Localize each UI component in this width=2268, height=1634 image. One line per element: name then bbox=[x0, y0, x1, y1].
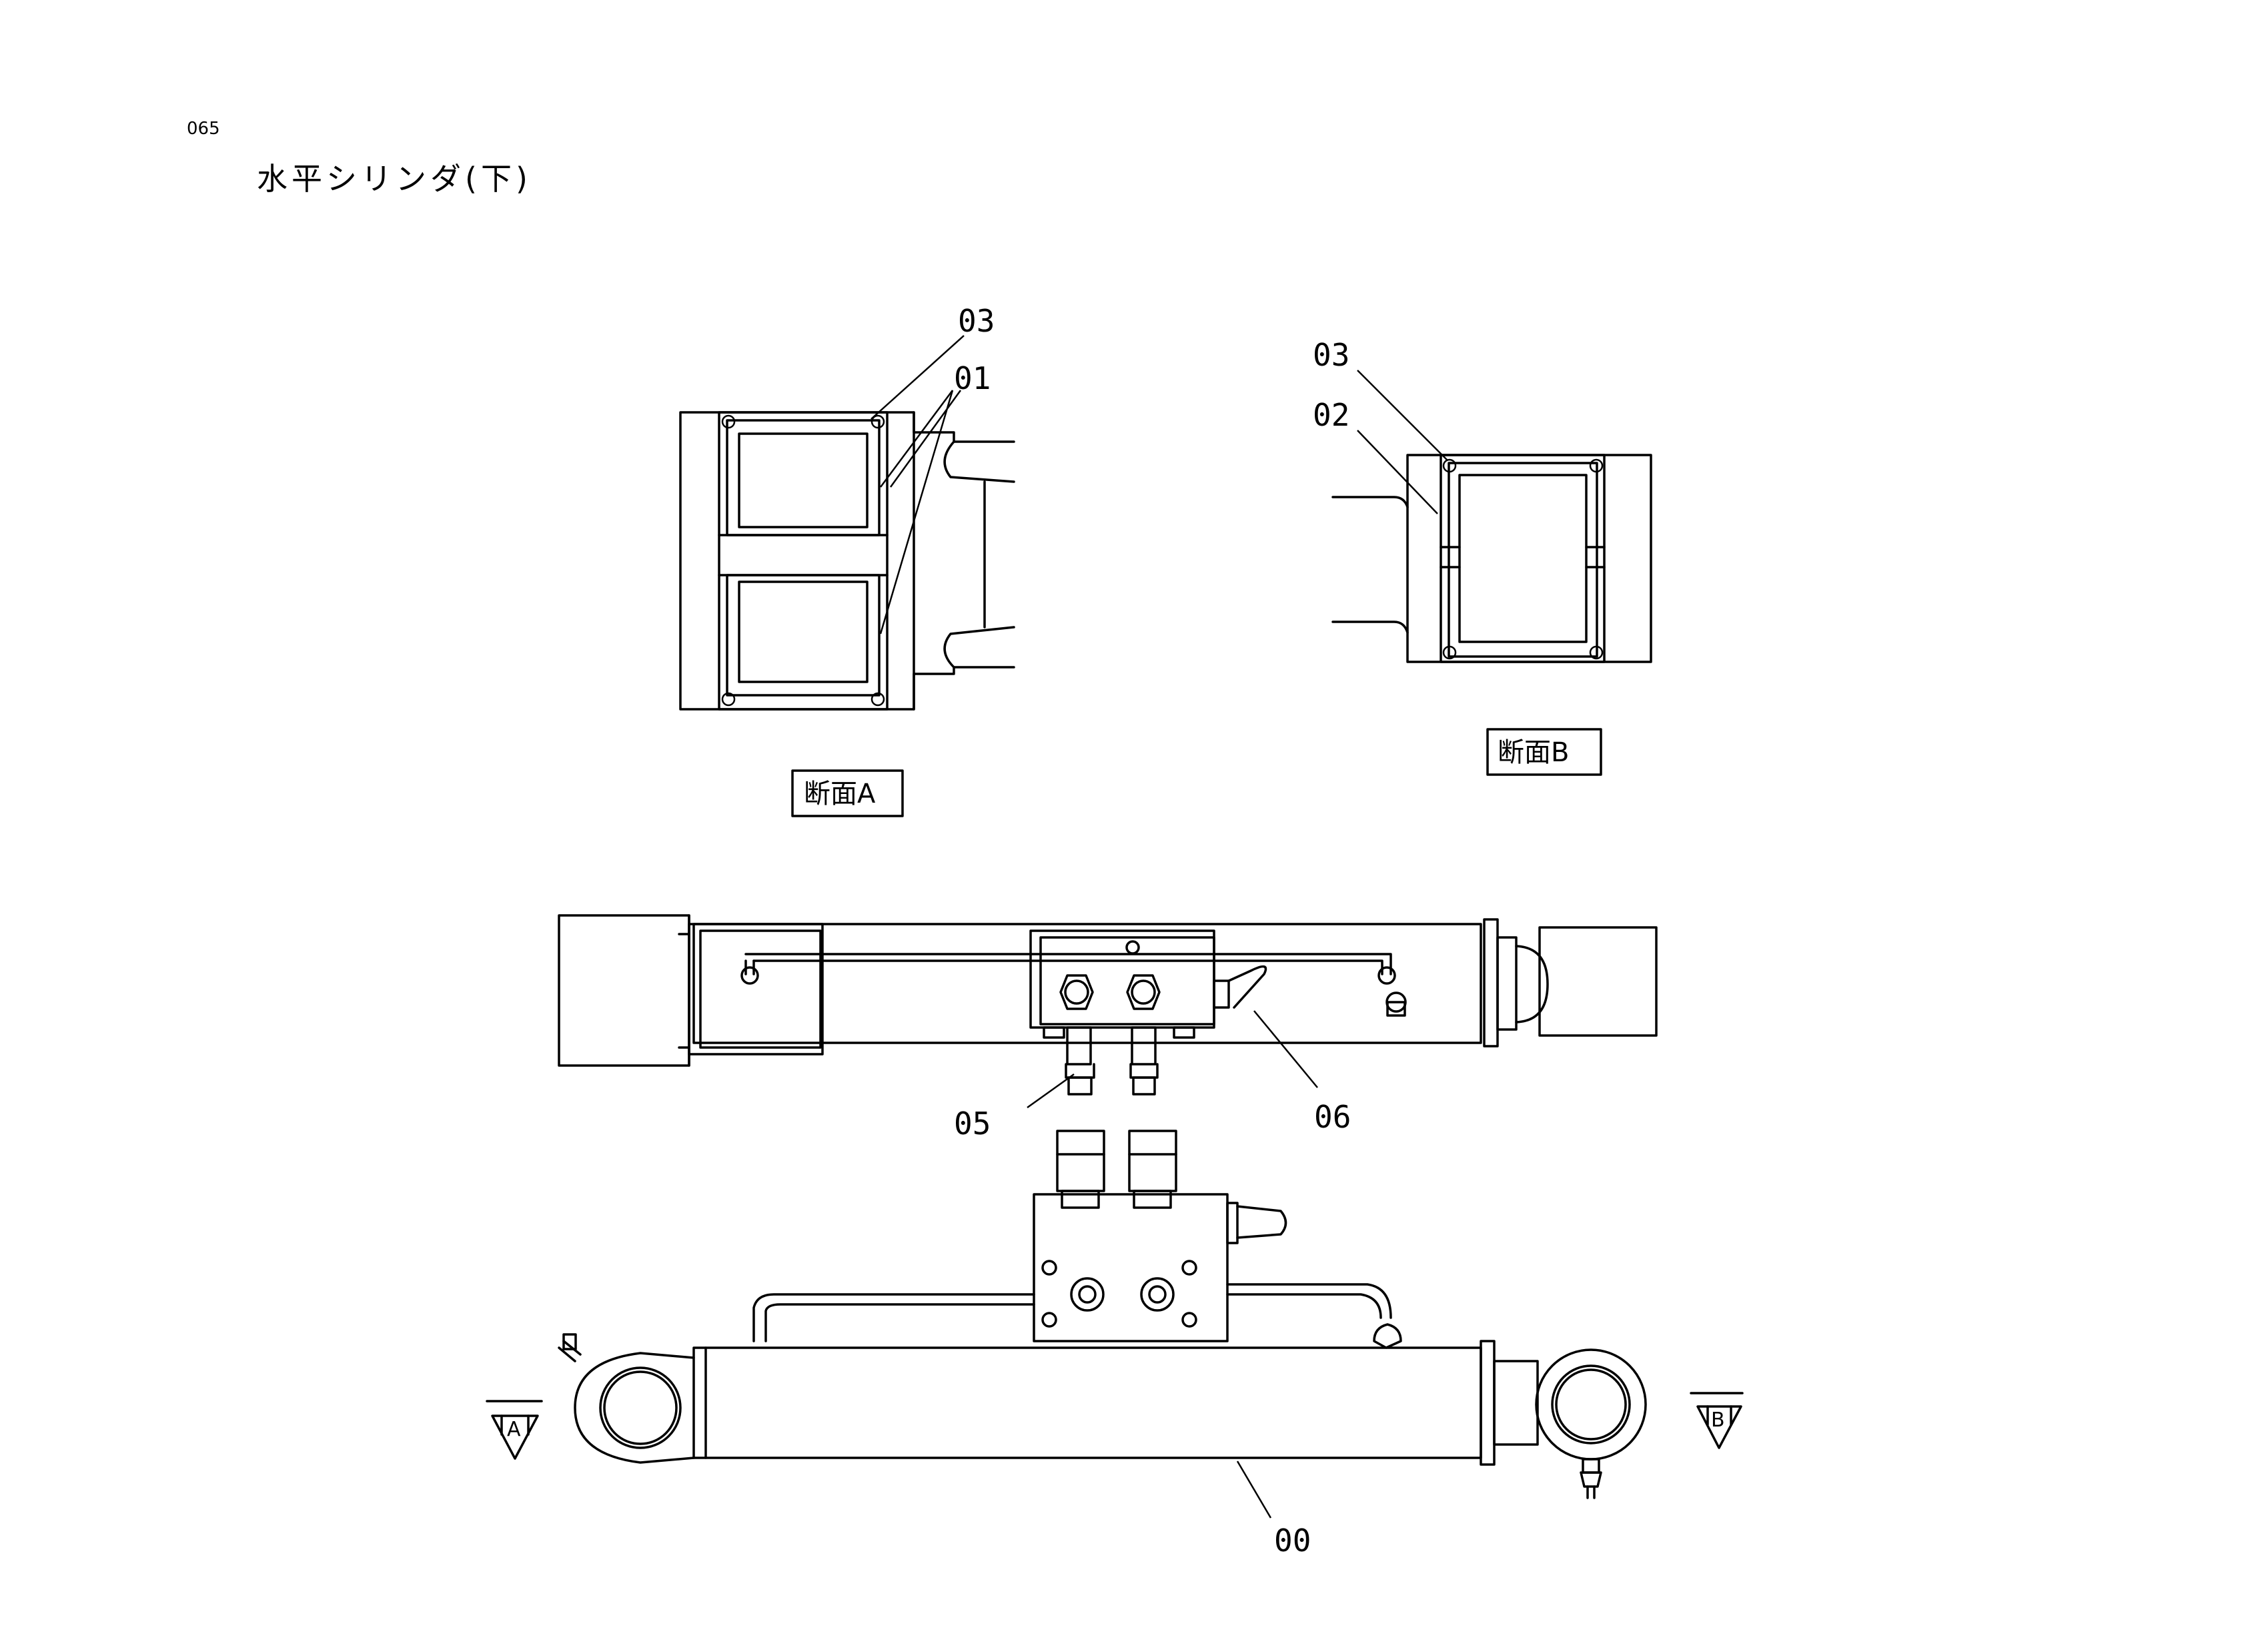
view-arrow-b: B bbox=[1690, 1392, 1744, 1449]
part-label-05: 05 bbox=[954, 1106, 991, 1142]
part-label-00: 00 bbox=[1274, 1523, 1311, 1559]
part-label-01: 01 bbox=[954, 360, 991, 396]
section-b-view bbox=[1331, 454, 1652, 663]
part-label-03-a: 03 bbox=[958, 303, 995, 339]
section-a-leaders bbox=[871, 335, 965, 635]
page-title: 水平シリンダ(下) bbox=[257, 161, 532, 197]
cylinder-top-view bbox=[558, 914, 1658, 1096]
top-view-leaders bbox=[1027, 1010, 1318, 1109]
section-b-label: 断面B bbox=[1498, 737, 1569, 768]
section-b-leaders bbox=[1357, 370, 1448, 514]
view-arrow-a: A bbox=[486, 1400, 543, 1460]
hex-fitting-left bbox=[1059, 974, 1094, 1010]
part-label-03-b: 03 bbox=[1313, 337, 1349, 373]
section-a-label: 断面A bbox=[804, 779, 876, 809]
view-arrow-a-label: A bbox=[507, 1418, 521, 1441]
part-label-02: 02 bbox=[1313, 397, 1349, 433]
hex-fitting-right bbox=[1126, 974, 1161, 1010]
view-arrow-b-label: B bbox=[1711, 1408, 1725, 1432]
leader-00 bbox=[1236, 1461, 1272, 1519]
section-b-label-box bbox=[1486, 728, 1602, 776]
part-label-06: 06 bbox=[1314, 1099, 1351, 1135]
section-a-label-box bbox=[791, 769, 904, 817]
section-a-view bbox=[679, 411, 1015, 711]
page-number: 065 bbox=[187, 119, 220, 139]
cylinder-side-view bbox=[558, 1130, 1647, 1499]
